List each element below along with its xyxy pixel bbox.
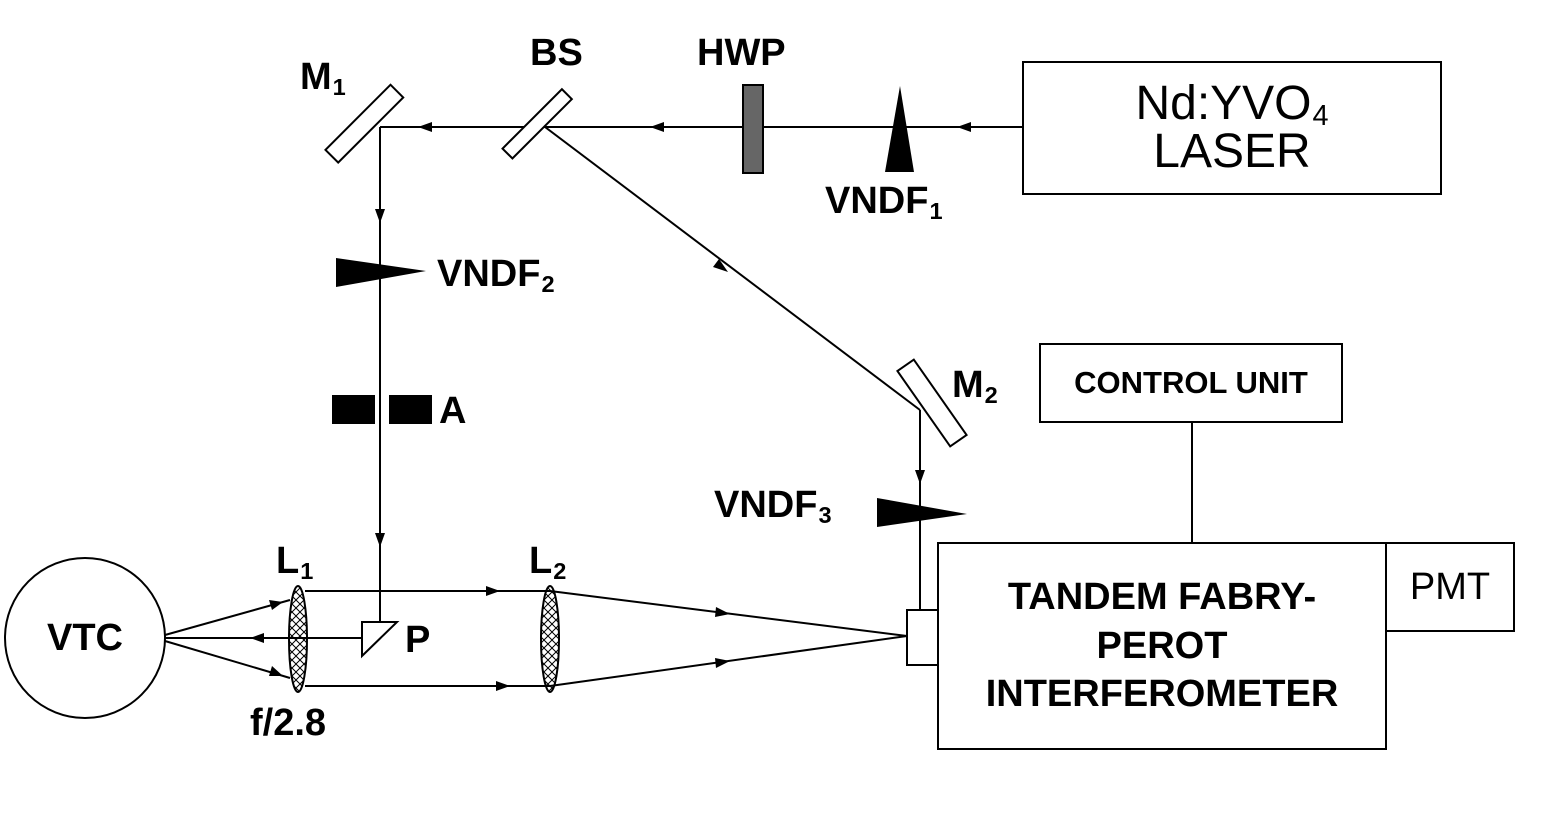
vtc-label: VTC (47, 616, 123, 659)
aperture-label: A (439, 390, 467, 432)
aperture-right (389, 395, 432, 424)
arrow-head (650, 122, 664, 132)
l1-label: L1 (276, 540, 314, 584)
control-unit-label: CONTROL UNIT (1074, 365, 1308, 400)
beam-vtc-down (164, 640, 291, 679)
half-wave-plate (742, 84, 764, 174)
beam-bs-to-m2 (544, 126, 921, 411)
arrow-head (486, 586, 500, 596)
fnumber-label: f/2.8 (250, 702, 327, 744)
arrow-head (715, 607, 730, 617)
interferometer-box (937, 542, 1387, 750)
beam-splitter (501, 87, 574, 160)
l2-label: L2 (529, 540, 567, 584)
arrow-head (957, 122, 971, 132)
aperture-left (332, 395, 375, 424)
bs-label: BS (530, 32, 583, 74)
arrow-head (375, 533, 385, 547)
pmt-box (1385, 542, 1515, 632)
vndf2-label: VNDF2 (437, 253, 555, 297)
arrow-head (713, 259, 728, 272)
laser-label: Nd:YVO4 LASER (1135, 77, 1329, 178)
vndf3-filter (877, 498, 967, 527)
pmt-label: PMT (1409, 565, 1491, 608)
mirror-m2 (896, 358, 968, 448)
hwp-label: HWP (697, 32, 786, 74)
arrow-head (250, 633, 264, 643)
arrow-head (496, 681, 510, 691)
m2-label: M2 (952, 364, 998, 408)
m1-label: M1 (300, 56, 346, 100)
interferometer-label: TANDEM FABRY- PEROT INTERFEROMETER (985, 576, 1339, 716)
vndf2-filter (336, 258, 426, 287)
arrow-head (715, 658, 730, 668)
vndf1-filter (885, 86, 914, 172)
beam-vtc-up (164, 599, 291, 636)
prism-p (361, 621, 400, 659)
control-unit-box (1039, 343, 1343, 423)
arrow-head (418, 122, 432, 132)
lens-l2 (540, 585, 560, 693)
vndf3-label: VNDF3 (714, 484, 832, 528)
vndf1-label: VNDF1 (825, 180, 943, 224)
arrow-head (915, 470, 925, 484)
laser-box (1022, 61, 1442, 195)
arrow-head (269, 600, 283, 610)
mirror-m1 (324, 83, 405, 164)
lens-l1 (288, 585, 308, 693)
arrow-head (375, 209, 385, 223)
entrance-slit-box (906, 609, 939, 666)
prism-label: P (405, 619, 431, 661)
arrow-head (269, 666, 283, 676)
vtc-circle (4, 557, 166, 719)
